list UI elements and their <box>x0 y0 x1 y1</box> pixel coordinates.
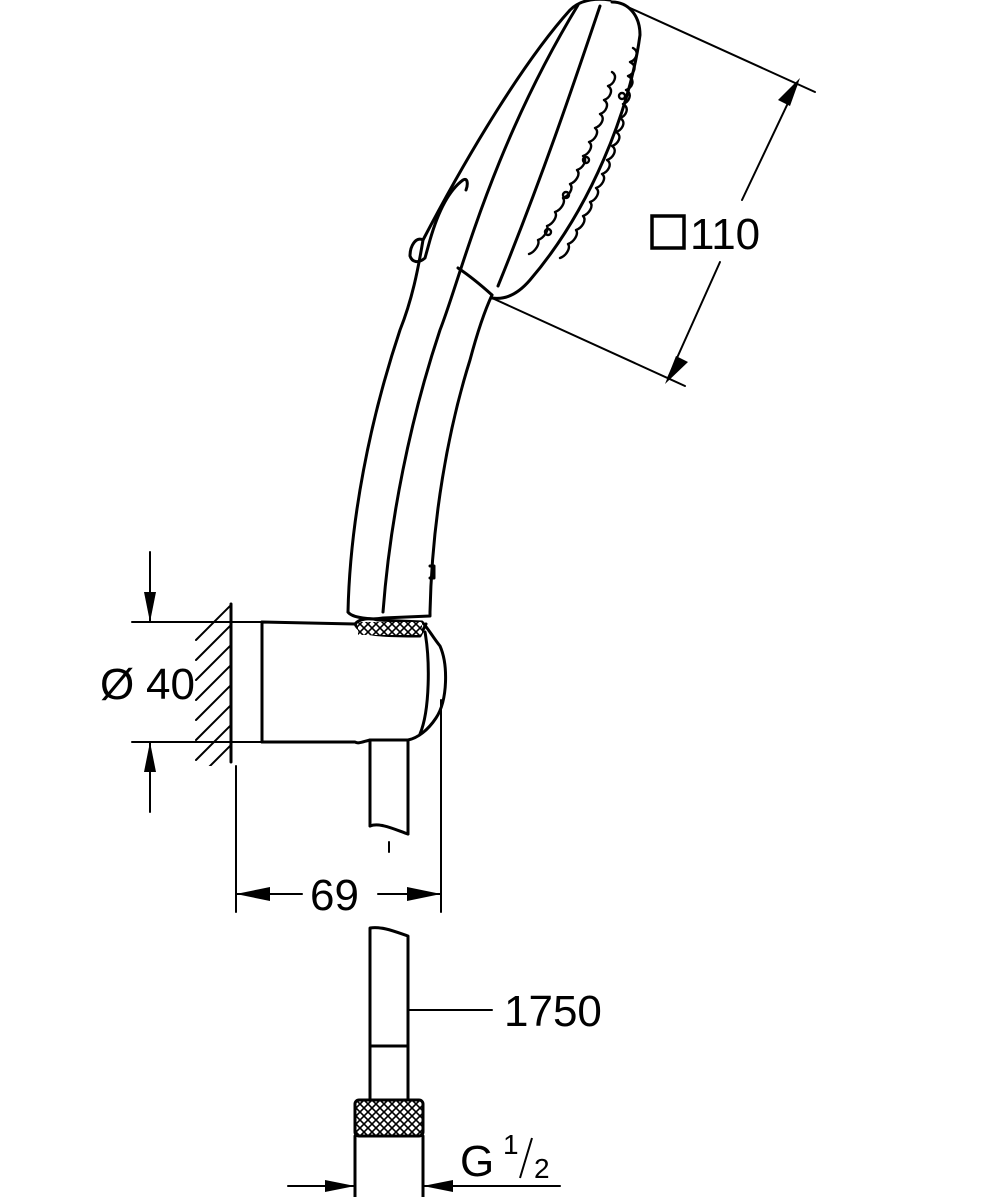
head-ext-line-top <box>629 7 816 93</box>
hose-length-value: 1750 <box>504 987 602 1036</box>
arrow-head-top <box>778 78 800 106</box>
wall-holder <box>195 602 448 766</box>
head-face <box>490 0 642 300</box>
holder-cradle-inner <box>418 630 430 736</box>
handle-neck <box>456 266 494 297</box>
holder-diameter-value: 40 <box>146 660 195 709</box>
arrow-depth-left <box>236 887 270 901</box>
spray-button <box>408 177 469 264</box>
arrow-dia-top <box>144 592 156 622</box>
head-nozzles <box>527 46 638 260</box>
arrow-dia-bottom <box>144 742 156 772</box>
arrow-thread-left <box>325 1180 355 1192</box>
holder-knurl <box>358 622 422 635</box>
arrow-depth-right <box>407 887 441 901</box>
dimension-lines <box>131 7 816 1187</box>
hose-nut-knurl <box>353 1098 425 1138</box>
hand-shower <box>346 0 642 621</box>
diameter-symbol: Ø <box>100 660 134 709</box>
thread-denominator: 2 <box>534 1153 550 1184</box>
hose-connector <box>353 1134 425 1197</box>
wall-hatching <box>195 602 232 766</box>
handle-bottom <box>346 610 432 621</box>
head-face-rim <box>496 4 602 288</box>
thread-prefix: G <box>460 1137 494 1186</box>
holder-depth-value: 69 <box>310 871 359 920</box>
dimension-arrows <box>144 78 800 1192</box>
handle-front-edge <box>428 293 494 614</box>
thread-fraction-slash <box>519 1137 533 1179</box>
hose-upper <box>368 738 410 853</box>
arrow-head-bottom <box>665 356 688 384</box>
head-size-value: 110 <box>690 210 760 259</box>
handle-inner-line <box>381 3 580 614</box>
hose-lower <box>368 926 410 1102</box>
thread-numerator: 1 <box>503 1129 519 1160</box>
head-ext-line-bottom <box>491 297 686 387</box>
square-icon <box>650 214 686 250</box>
arrow-thread-right <box>423 1180 453 1192</box>
holder-body <box>260 617 448 745</box>
handle-side-mark <box>428 564 436 580</box>
